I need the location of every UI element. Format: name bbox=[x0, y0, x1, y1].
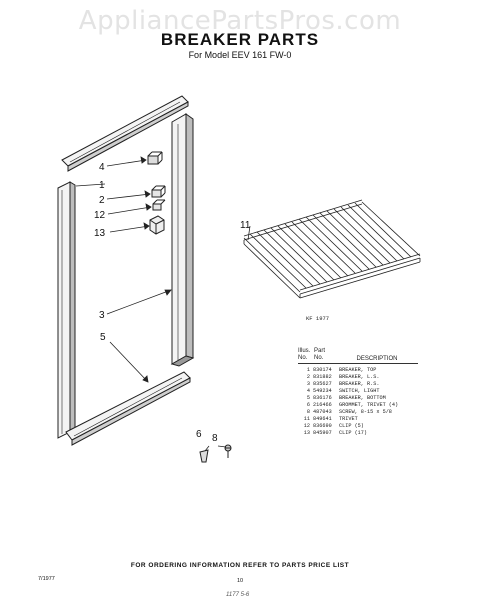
callout-5: 5 bbox=[100, 332, 106, 343]
part-description: BREAKER, R.S. bbox=[339, 381, 380, 387]
breaker-bottom-part bbox=[65, 371, 191, 446]
part-number: 830174 bbox=[313, 367, 332, 373]
callout-labels: 4 1 2 12 13 3 5 6 8 11 KF 1977 bbox=[94, 162, 329, 444]
part-number: 835627 bbox=[313, 381, 332, 387]
header-part: Part bbox=[314, 348, 326, 354]
illus-number: 4 bbox=[306, 388, 310, 394]
page-title: BREAKER PARTS bbox=[160, 30, 320, 49]
illus-number: 5 bbox=[306, 395, 310, 401]
light-switch-part bbox=[147, 151, 163, 165]
part-description: BREAKER, BOTTOM bbox=[339, 395, 386, 401]
callout-6: 6 bbox=[196, 429, 202, 440]
header-description: DESCRIPTION bbox=[356, 356, 398, 362]
illus-number: 2 bbox=[306, 374, 310, 380]
part-description: GROMMET, TRIVET (4) bbox=[339, 402, 399, 408]
illus-number: 13 bbox=[303, 430, 310, 436]
clip-small-part bbox=[152, 199, 166, 211]
callout-11: 11 bbox=[240, 220, 251, 231]
callout-4: 4 bbox=[99, 162, 105, 173]
clip-part bbox=[151, 185, 166, 198]
callout-12: 12 bbox=[94, 210, 106, 221]
part-description: SWITCH, LIGHT bbox=[339, 388, 380, 394]
clip-part-13 bbox=[149, 215, 165, 235]
part-description: SCREW, 8-15 x 5/8 bbox=[339, 409, 392, 415]
breaker-right-side-part bbox=[170, 113, 195, 367]
part-description: CLIP (5) bbox=[339, 423, 364, 429]
header-part-no: No. bbox=[314, 355, 324, 361]
trivet-shelf-part bbox=[243, 199, 421, 299]
breaker-top-part bbox=[61, 95, 189, 172]
part-number: 836690 bbox=[313, 423, 332, 429]
illus-number: 11 bbox=[303, 416, 310, 422]
header-no: No. bbox=[298, 355, 308, 361]
part-description: CLIP (17) bbox=[339, 430, 368, 436]
model-subtitle: For Model EEV 161 FW-0 bbox=[188, 50, 292, 60]
page-number: 10 bbox=[236, 578, 244, 584]
illus-number: 8 bbox=[306, 409, 310, 415]
illus-number: 3 bbox=[306, 381, 310, 387]
callout-13: 13 bbox=[94, 228, 106, 239]
part-description: BREAKER, TOP bbox=[339, 367, 377, 373]
illus-number: 6 bbox=[306, 402, 310, 408]
breaker-left-side-part bbox=[57, 181, 76, 439]
leader-lines bbox=[75, 156, 227, 452]
part-description: TRIVET bbox=[339, 416, 358, 422]
ordering-footer: FOR ORDERING INFORMATION REFER TO PARTS … bbox=[130, 562, 350, 569]
callout-1: 1 bbox=[99, 180, 105, 191]
handwritten-code: 1177 5-6 bbox=[226, 592, 250, 598]
illus-number: 1 bbox=[306, 367, 310, 373]
shelf-code: KF 1977 bbox=[306, 315, 329, 322]
part-number: 549234 bbox=[313, 388, 332, 394]
watermark: AppliancePartsPros.com bbox=[78, 6, 402, 36]
callout-3: 3 bbox=[99, 310, 105, 321]
part-number: 836176 bbox=[313, 395, 332, 401]
illus-number: 12 bbox=[303, 423, 310, 429]
grommet-part bbox=[199, 449, 209, 463]
header-illus: Illus. bbox=[298, 348, 311, 354]
part-number: 831882 bbox=[313, 374, 332, 380]
part-number: 216466 bbox=[313, 402, 332, 408]
callout-2: 2 bbox=[99, 195, 105, 206]
screw-part bbox=[224, 444, 232, 458]
part-number: 845907 bbox=[313, 430, 332, 436]
parts-table-header: Illus. No. Part No. DESCRIPTION bbox=[298, 348, 418, 364]
part-number: 849641 bbox=[313, 416, 332, 422]
callout-8: 8 bbox=[212, 433, 218, 444]
print-code: 7/1977 bbox=[38, 576, 55, 582]
part-description: BREAKER, L.S. bbox=[339, 374, 380, 380]
part-number: 487043 bbox=[313, 409, 332, 415]
